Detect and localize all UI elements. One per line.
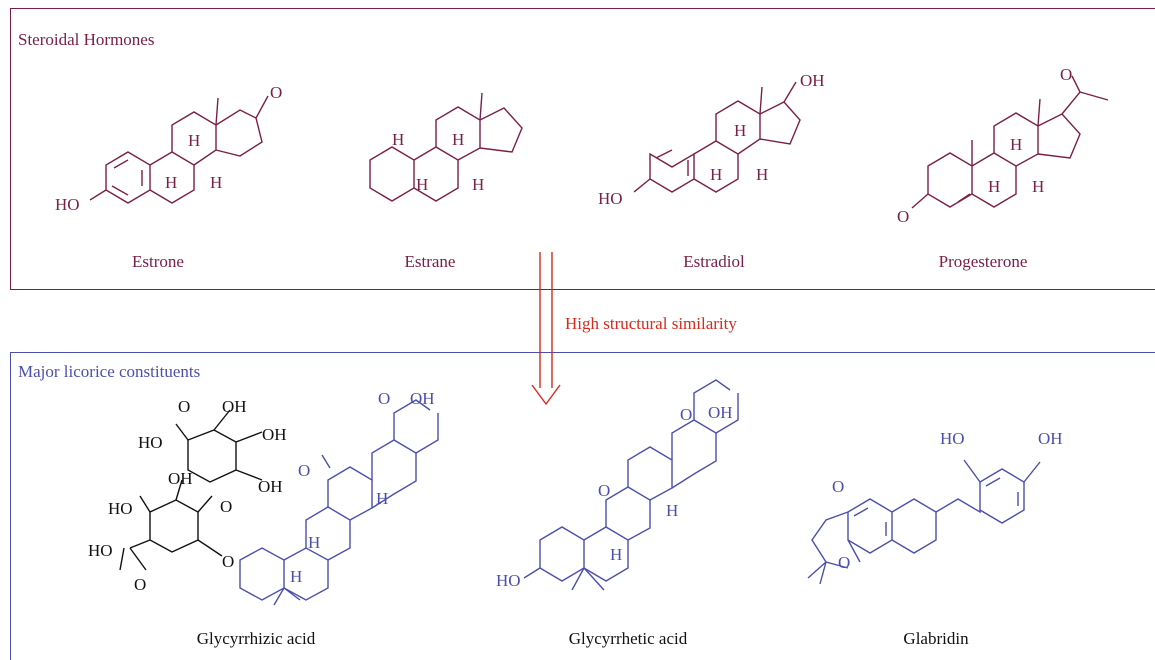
atom-label: OH	[410, 389, 435, 408]
atom-label: HO	[940, 429, 965, 448]
atom-label: OH	[800, 71, 825, 90]
atom-label: O	[838, 553, 850, 572]
atom-label: H	[756, 165, 768, 184]
atom-label: HO	[108, 499, 133, 518]
structure-estradiol: OH H H H HO	[598, 71, 825, 208]
atom-label: H	[610, 545, 622, 564]
atom-label: H	[416, 175, 428, 194]
atom-label: O	[832, 477, 844, 496]
atom-label: H	[472, 175, 484, 194]
atom-label: H	[1032, 177, 1044, 196]
atom-label: O	[378, 389, 390, 408]
atom-label: OH	[708, 403, 733, 422]
similarity-arrow	[531, 252, 561, 406]
structure-glabridin: O O HO OH	[807, 429, 1063, 585]
structure-glycyrrhizic-acid: O HO OH OH OH OH HO HO O O O O O OH H H …	[88, 389, 439, 606]
structure-glycyrrhetic-acid: O O OH HO H H	[496, 379, 739, 591]
compound-name-estrane: Estrane	[404, 252, 456, 271]
atom-label: HO	[55, 195, 80, 214]
atom-label: OH	[262, 425, 287, 444]
atom-label: O	[222, 552, 234, 571]
atom-label: HO	[496, 571, 521, 590]
atom-label: HO	[598, 189, 623, 208]
atom-label: H	[1010, 135, 1022, 154]
atom-label: O	[270, 83, 282, 102]
structure-progesterone: O O H H H	[897, 65, 1109, 226]
licorice-constituents-panel	[10, 352, 1155, 660]
panel-title-steroidal: Steroidal Hormones	[18, 30, 155, 49]
atom-label: O	[680, 405, 692, 424]
compound-name-glycyrrhizic-acid: Glycyrrhizic acid	[196, 629, 316, 648]
atom-label: H	[210, 173, 222, 192]
atom-label: H	[734, 121, 746, 140]
atom-label: H	[290, 567, 302, 586]
atom-label: HO	[138, 433, 163, 452]
atom-label: O	[598, 481, 610, 500]
compound-name-progesterone: Progesterone	[938, 252, 1028, 271]
atom-label: HO	[88, 541, 113, 560]
atom-label: H	[710, 165, 722, 184]
atom-label: H	[452, 130, 464, 149]
atom-label: O	[220, 497, 232, 516]
atom-label: H	[165, 173, 177, 192]
steroidal-hormones-panel	[10, 8, 1155, 290]
compound-name-glabridin: Glabridin	[903, 629, 969, 648]
atom-label: H	[188, 131, 200, 150]
atom-label: O	[897, 207, 909, 226]
similarity-label: High structural similarity	[565, 314, 737, 333]
atom-label: O	[134, 575, 146, 594]
panel-title-licorice: Major licorice constituents	[18, 362, 201, 381]
compound-name-glycyrrhetic-acid: Glycyrrhetic acid	[568, 629, 688, 648]
compound-name-estrone: Estrone	[132, 252, 184, 271]
atom-label: O	[1060, 65, 1072, 84]
atom-label: H	[308, 533, 320, 552]
atom-label: OH	[168, 469, 193, 488]
atom-label: O	[298, 461, 310, 480]
atom-label: OH	[258, 477, 283, 496]
atom-label: H	[988, 177, 1000, 196]
atom-label: H	[376, 489, 388, 508]
structure-estrane: H H H H	[369, 92, 523, 202]
atom-label: H	[392, 130, 404, 149]
compound-name-estradiol: Estradiol	[683, 252, 745, 271]
atom-label: OH	[222, 397, 247, 416]
atom-label: O	[178, 397, 190, 416]
atom-label: OH	[1038, 429, 1063, 448]
atom-label: H	[666, 501, 678, 520]
structure-estrone: O H H H HO	[55, 83, 282, 214]
